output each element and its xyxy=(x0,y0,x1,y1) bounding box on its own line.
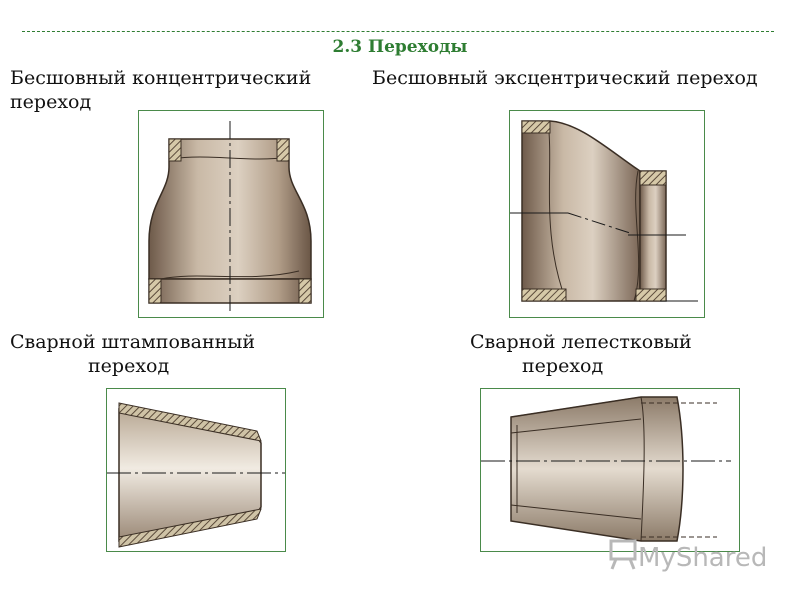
diagram-welded-stamped-reducer xyxy=(106,388,286,552)
presentation-board-icon xyxy=(608,537,638,578)
caption-seamless-eccentric: Бесшовный эксцентрический переход xyxy=(372,67,758,89)
diagram-concentric-reducer xyxy=(138,110,324,318)
caption-seamless-concentric: Бесшовный концентрический переход xyxy=(10,66,311,114)
caption-line-1: Сварной штампованный xyxy=(10,331,256,353)
caption-welded-stamped: Сварной штампованный переход xyxy=(10,330,255,378)
diagram-eccentric-reducer xyxy=(509,110,705,318)
caption-line-1: Бесшовный концентрический xyxy=(10,67,312,89)
title-divider xyxy=(22,31,774,32)
watermark-text: MyShared xyxy=(638,542,768,573)
caption-line-2: переход xyxy=(10,91,92,113)
section-title: 2.3 Переходы xyxy=(332,37,468,57)
caption-welded-petal: Сварной лепестковый переход xyxy=(470,330,692,378)
caption-line-2: переход xyxy=(88,355,170,377)
caption-line-2: переход xyxy=(522,355,604,377)
diagram-welded-petal-reducer xyxy=(480,388,740,552)
caption-line-1: Сварной лепестковый xyxy=(470,331,692,353)
watermark: MyShared xyxy=(608,537,767,578)
